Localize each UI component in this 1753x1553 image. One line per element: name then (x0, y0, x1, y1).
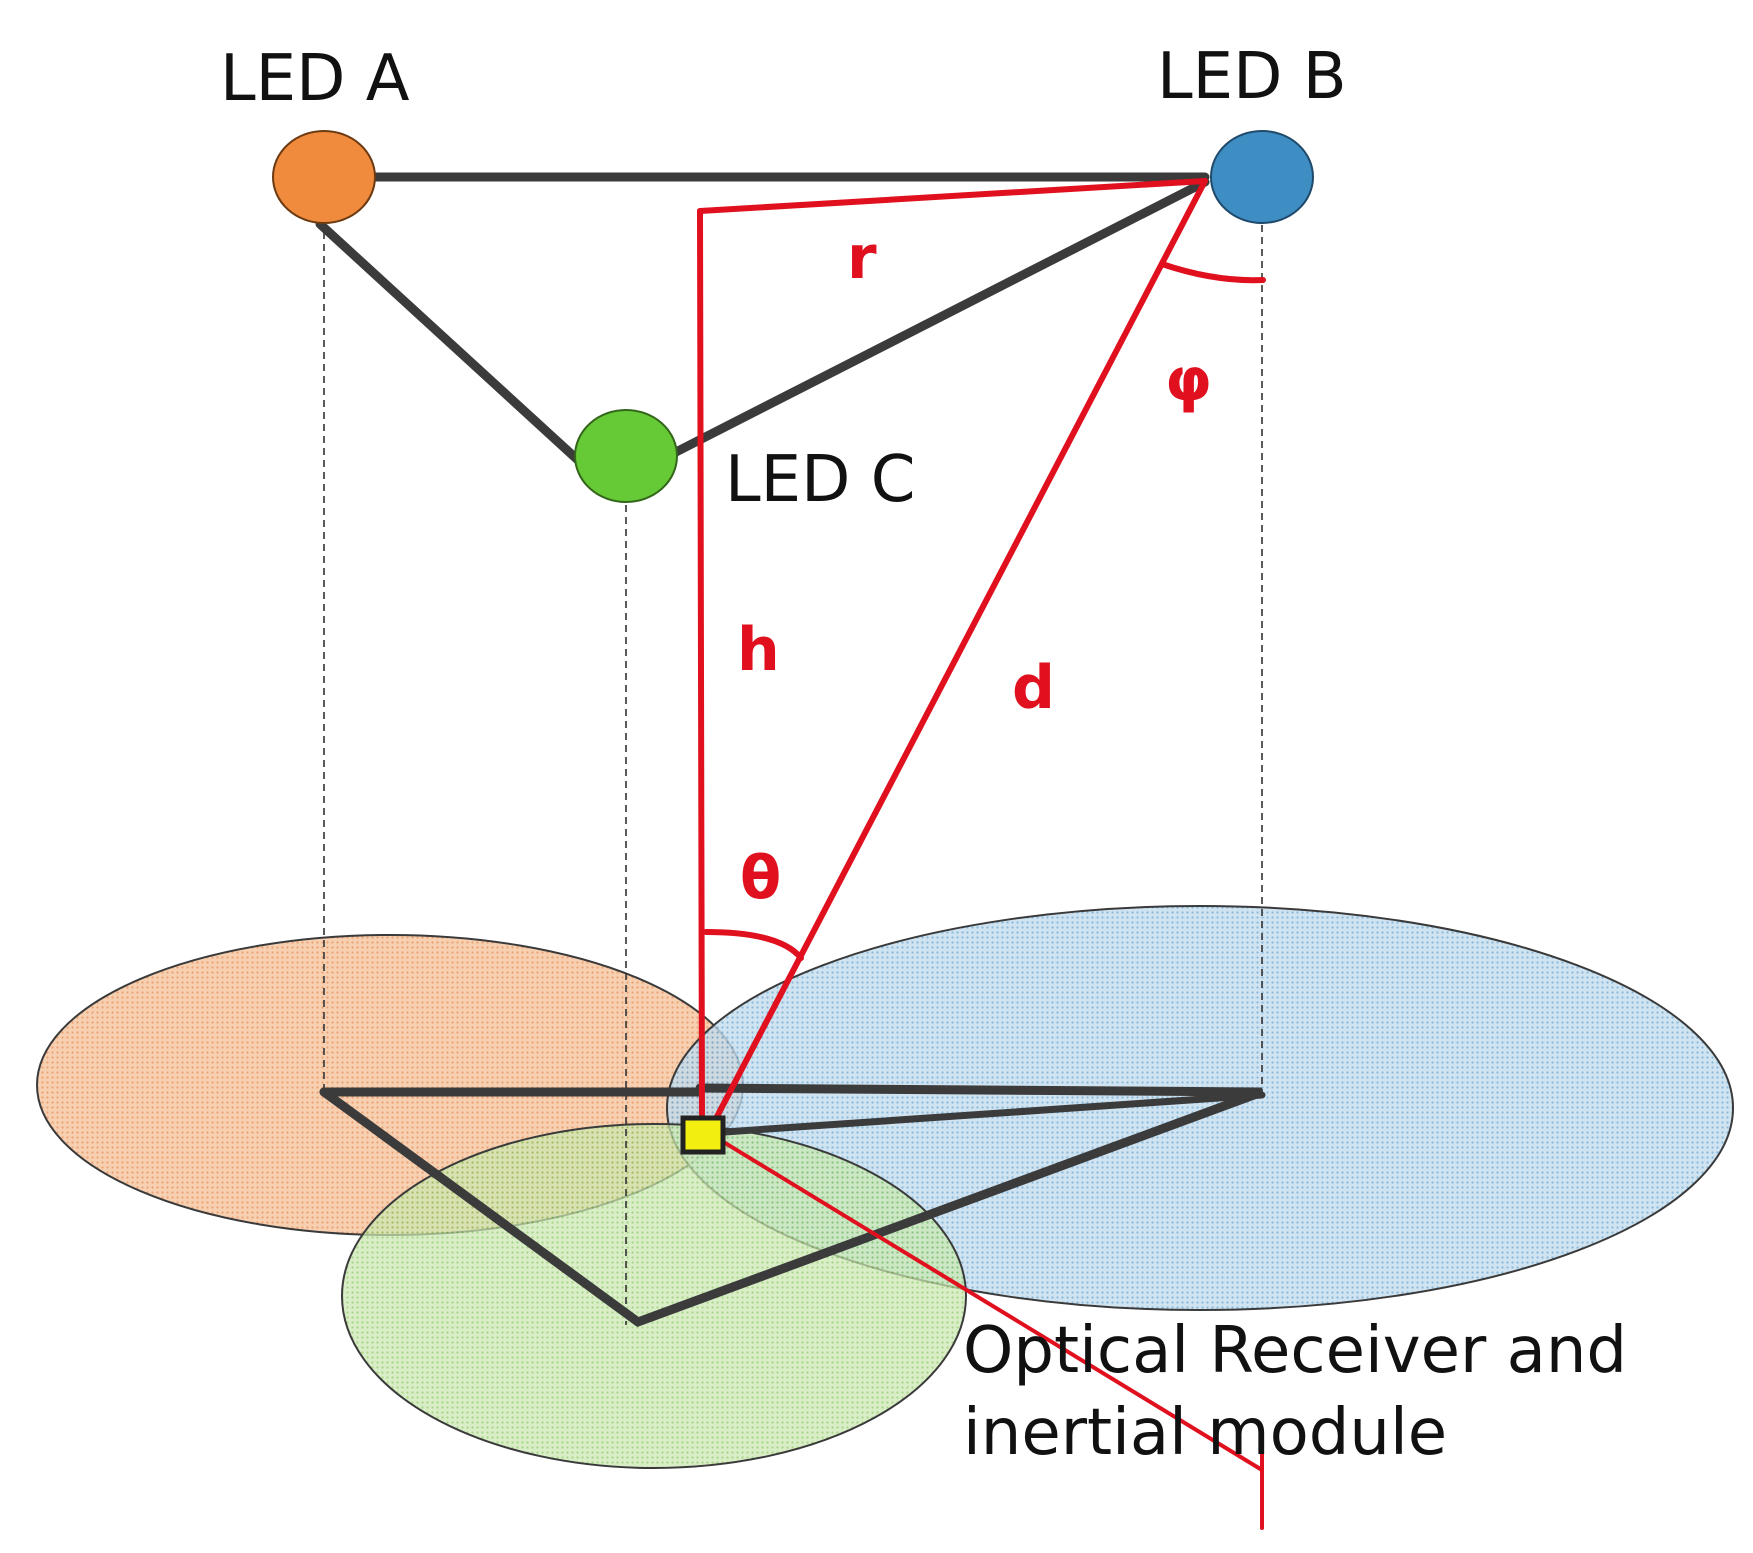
ceiling-edge-a-c (315, 219, 585, 467)
d-label: d (1012, 653, 1055, 723)
ceiling-edge-c-b (671, 177, 1210, 457)
led-c-light (574, 409, 678, 503)
phi-label: φ (1165, 345, 1212, 415)
receiver-callout-leader (710, 1133, 1264, 1472)
receiver-label-line2: inertial module (963, 1396, 1447, 1470)
led-b-label: LED B (1157, 40, 1347, 114)
angle-phi-arc (1159, 261, 1266, 284)
r-label: r (847, 223, 877, 293)
led-a-light (272, 130, 376, 224)
led-c-footprint (341, 1123, 967, 1469)
led-c-label: LED C (725, 443, 915, 517)
distance-r-line (697, 178, 1208, 214)
angle-theta-arc (703, 929, 804, 961)
receiver-to-b-projection (706, 1091, 1266, 1137)
distance-d-line (707, 178, 1208, 1133)
receiver-label-line1: Optical Receiver and (963, 1314, 1627, 1388)
floor-triangle (319, 1083, 1264, 1328)
height-h-line (697, 208, 705, 1133)
led-a-label: LED A (220, 42, 410, 116)
theta-label: θ (740, 843, 781, 913)
h-label: h (737, 615, 780, 685)
optical-receiver-module (680, 1115, 726, 1155)
led-b-light (1210, 130, 1314, 224)
